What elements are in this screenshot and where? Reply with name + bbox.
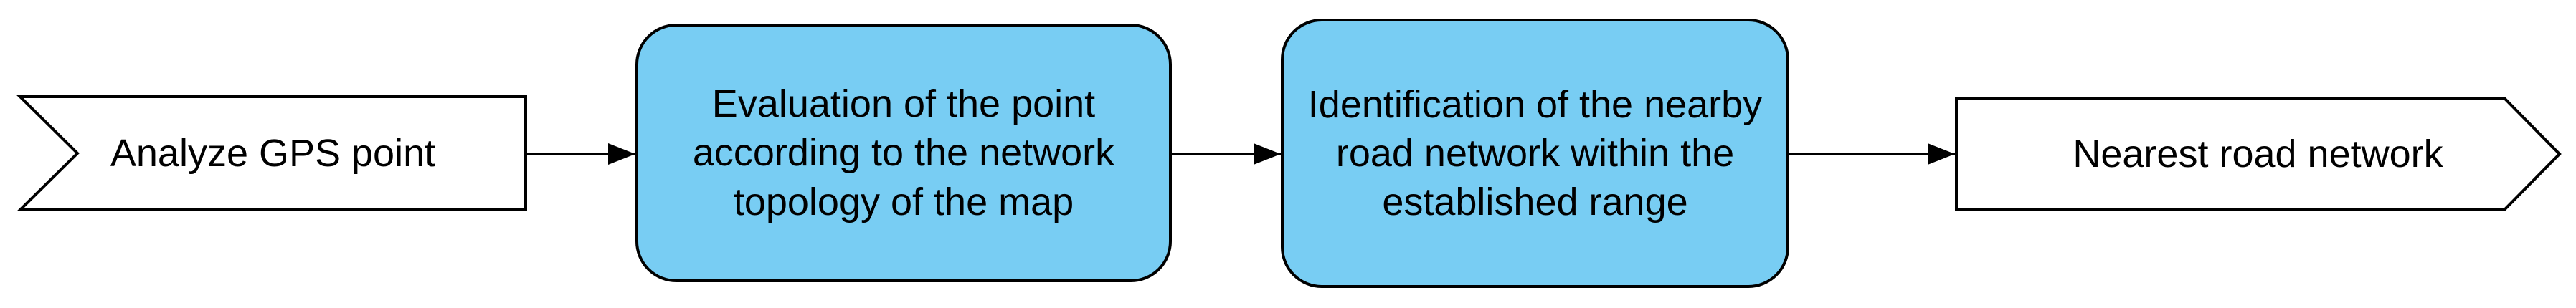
node-analyze-gps-point-shape xyxy=(16,95,527,211)
node-nearest-road-network-label: Nearest road network xyxy=(2073,132,2443,175)
label-line: Identification of the nearby xyxy=(1307,82,1763,126)
node-nearest-road-network-shape xyxy=(1955,97,2562,211)
label-line: topology of the map xyxy=(733,180,1074,223)
node-evaluation-label-lines: Evaluation of the point according to the… xyxy=(693,80,1114,226)
node-analyze-gps-point-label: Analyze GPS point xyxy=(110,131,436,175)
node-evaluation-label: Evaluation of the point according to the… xyxy=(637,25,1170,281)
label-line: Evaluation of the point xyxy=(711,82,1096,126)
node-identification-label: Identification of the nearby road networ… xyxy=(1282,20,1788,287)
label-line: according to the network xyxy=(692,131,1115,175)
label-line: road network within the xyxy=(1335,131,1735,175)
label-line: established range xyxy=(1382,181,1688,224)
node-identification-label-lines: Identification of the nearby road networ… xyxy=(1308,80,1762,226)
